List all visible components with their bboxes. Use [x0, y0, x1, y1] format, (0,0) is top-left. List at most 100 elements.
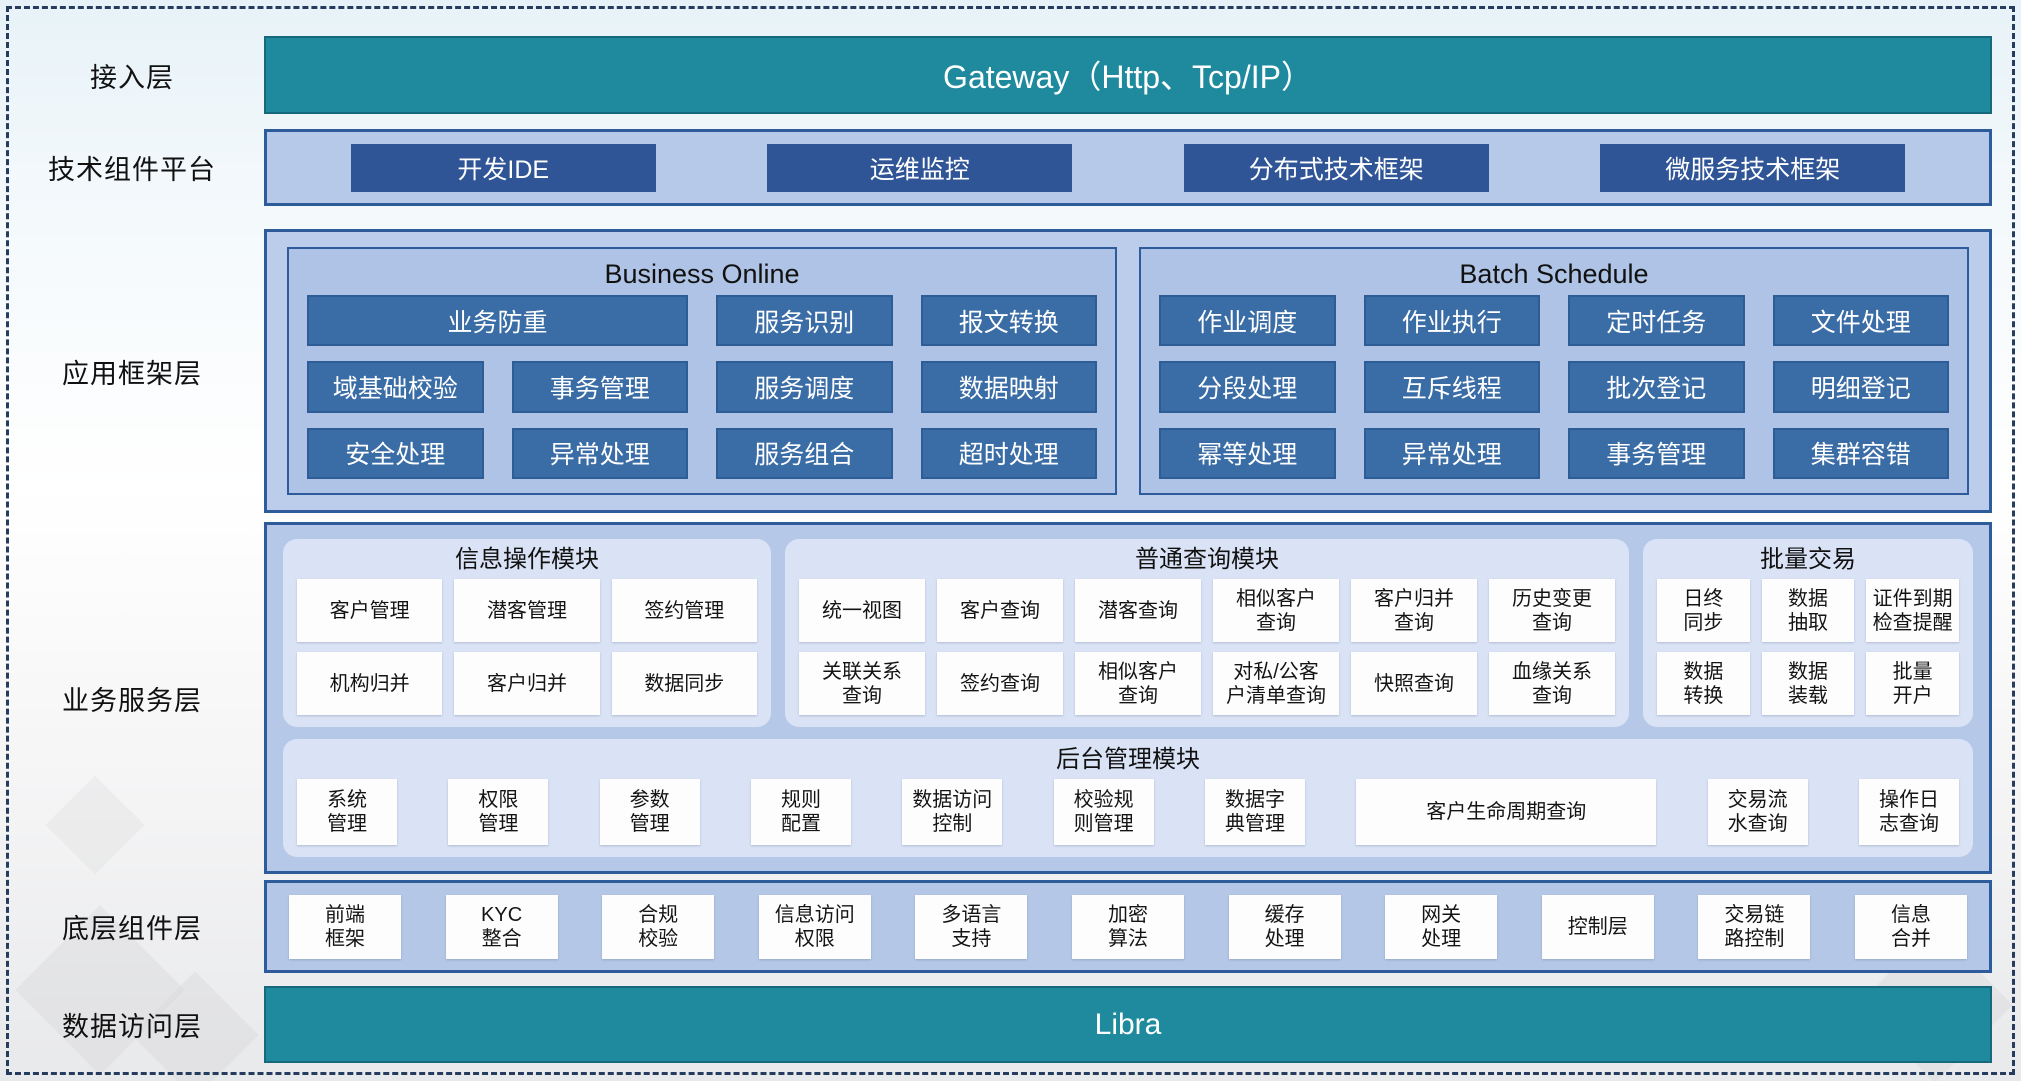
batch-trade-title: 批量交易 — [1760, 546, 1856, 573]
tech-item-dev-ide: 开发IDE — [350, 143, 656, 192]
service-item: 客户查询 — [937, 579, 1063, 642]
service-item: 快照查询 — [1351, 652, 1477, 715]
service-item: 证件到期 检查提醒 — [1866, 579, 1959, 642]
service-item: 血缘关系 查询 — [1489, 652, 1615, 715]
batch-schedule-section: Batch Schedule 作业调度 作业执行 定时任务 文件处理 分段处理 … — [1139, 247, 1969, 495]
framework-item: 作业执行 — [1363, 295, 1540, 347]
service-item: 客户归并 查询 — [1351, 579, 1477, 642]
service-item: 数据 转换 — [1657, 652, 1750, 715]
framework-item: 异常处理 — [511, 427, 688, 479]
business-service-container: 信息操作模块 客户管理 潜客管理 签约管理 机构归并 客户归并 数据同步 普通查… — [264, 522, 1992, 874]
service-item: 校验规 则管理 — [1053, 779, 1154, 845]
batch-schedule-title: Batch Schedule — [1459, 259, 1649, 289]
service-item: 相似客户 查询 — [1213, 579, 1339, 642]
service-item: 数据字 典管理 — [1204, 779, 1305, 845]
layer-label-access: 接入层 — [90, 62, 174, 93]
framework-item: 集群容错 — [1772, 427, 1949, 479]
business-online-title: Business Online — [604, 259, 800, 289]
service-item: 统一视图 — [799, 579, 925, 642]
component-item: KYC 整合 — [445, 894, 558, 959]
framework-item: 事务管理 — [1568, 427, 1745, 479]
layer-business-service: 业务服务层 信息操作模块 客户管理 潜客管理 签约管理 机构归并 客户归并 数据… — [0, 522, 2021, 874]
framework-item: 明细登记 — [1772, 361, 1949, 413]
framework-item: 报文转换 — [920, 295, 1097, 347]
service-item: 系统 管理 — [297, 779, 397, 845]
business-online-section: Business Online 业务防重 服务识别 报文转换 域基础校验 事务管… — [287, 247, 1117, 495]
service-item: 对私/公客 户清单查询 — [1213, 652, 1339, 715]
service-item: 数据同步 — [611, 652, 757, 715]
service-item: 历史变更 查询 — [1489, 579, 1615, 642]
framework-item: 安全处理 — [307, 427, 484, 479]
framework-item: 幂等处理 — [1159, 427, 1336, 479]
layer-label-tech-platform: 技术组件平台 — [48, 155, 216, 185]
service-item: 数据 装载 — [1761, 652, 1855, 715]
layer-access: 接入层 Gateway（Http、Tcp/IP） — [0, 36, 2021, 114]
tech-item-ops-monitor: 运维监控 — [767, 143, 1073, 192]
component-item: 网关 处理 — [1385, 894, 1498, 959]
service-item: 相似客户 查询 — [1075, 652, 1201, 715]
service-item: 潜客管理 — [454, 579, 600, 642]
service-item: 参数 管理 — [599, 779, 700, 845]
service-item: 客户归并 — [454, 652, 600, 715]
component-item: 加密 算法 — [1071, 894, 1184, 959]
layer-app-framework: 应用框架层 Business Online 业务防重 服务识别 报文转换 域基础… — [0, 229, 2021, 513]
service-item: 数据访问 控制 — [902, 779, 1003, 845]
tech-item-microservice-framework: 微服务技术框架 — [1600, 143, 1906, 192]
layer-tech-platform: 技术组件平台 开发IDE 运维监控 分布式技术框架 微服务技术框架 — [0, 129, 2021, 206]
batch-trade-module: 批量交易 日终 同步 数据 抽取 证件到期 检查提醒 数据 转换 数据 装载 批… — [1643, 539, 1973, 727]
info-ops-module: 信息操作模块 客户管理 潜客管理 签约管理 机构归并 客户归并 数据同步 — [283, 539, 771, 727]
admin-module: 后台管理模块 系统 管理 权限 管理 参数 管理 规则 配置 数据访问 控制 校… — [283, 739, 1973, 857]
service-item: 操作日 志查询 — [1858, 779, 1959, 845]
framework-item: 域基础校验 — [307, 361, 484, 413]
component-item: 缓存 处理 — [1228, 894, 1341, 959]
service-item: 客户生命周期查询 — [1356, 779, 1657, 845]
gateway-bar: Gateway（Http、Tcp/IP） — [264, 36, 1992, 114]
component-item: 交易链 路控制 — [1698, 894, 1811, 959]
framework-item: 超时处理 — [920, 427, 1097, 479]
framework-item: 分段处理 — [1159, 361, 1336, 413]
libra-bar: Libra — [264, 986, 1992, 1063]
base-component-container: 前端 框架 KYC 整合 合规 校验 信息访问 权限 多语言 支持 加密 算法 … — [264, 880, 1992, 973]
batch-schedule-grid: 作业调度 作业执行 定时任务 文件处理 分段处理 互斥线程 批次登记 明细登记 … — [1159, 295, 1949, 479]
business-online-grid: 业务防重 服务识别 报文转换 域基础校验 事务管理 服务调度 数据映射 安全处理… — [307, 295, 1097, 479]
framework-item: 异常处理 — [1363, 427, 1540, 479]
framework-item: 服务组合 — [716, 427, 893, 479]
service-item: 批量 开户 — [1866, 652, 1959, 715]
service-item: 规则 配置 — [750, 779, 851, 845]
info-ops-title: 信息操作模块 — [455, 546, 599, 573]
tech-platform-container: 开发IDE 运维监控 分布式技术框架 微服务技术框架 — [264, 129, 1992, 206]
service-item: 数据 抽取 — [1761, 579, 1855, 642]
general-query-module: 普通查询模块 统一视图 客户查询 潜客查询 相似客户 查询 客户归并 查询 历史… — [785, 539, 1629, 727]
service-item: 客户管理 — [297, 579, 443, 642]
service-item: 交易流 水查询 — [1707, 779, 1808, 845]
service-item: 潜客查询 — [1075, 579, 1201, 642]
component-item: 信息访问 权限 — [758, 894, 871, 959]
layer-label-base-component: 底层组件层 — [62, 914, 202, 944]
component-item: 控制层 — [1541, 894, 1654, 959]
admin-module-title: 后台管理模块 — [1056, 746, 1200, 773]
layer-label-app-framework: 应用框架层 — [62, 358, 202, 389]
component-item: 多语言 支持 — [915, 894, 1028, 959]
tech-item-distributed-framework: 分布式技术框架 — [1183, 143, 1489, 192]
framework-item: 服务调度 — [716, 361, 893, 413]
layer-label-data-access: 数据访问层 — [62, 1012, 202, 1042]
framework-item: 作业调度 — [1159, 295, 1336, 347]
service-item: 日终 同步 — [1657, 579, 1750, 642]
framework-item: 文件处理 — [1772, 295, 1949, 347]
service-item: 关联关系 查询 — [799, 652, 925, 715]
service-item: 机构归并 — [297, 652, 443, 715]
service-item: 签约管理 — [611, 579, 757, 642]
component-item: 信息 合并 — [1854, 894, 1967, 959]
service-item: 签约查询 — [937, 652, 1063, 715]
framework-item: 事务管理 — [511, 361, 688, 413]
layer-base-component: 底层组件层 前端 框架 KYC 整合 合规 校验 信息访问 权限 多语言 支持 … — [0, 880, 2021, 973]
framework-item: 定时任务 — [1568, 295, 1745, 347]
component-item: 合规 校验 — [602, 894, 715, 959]
framework-item: 互斥线程 — [1363, 361, 1540, 413]
layer-label-business-service: 业务服务层 — [62, 685, 202, 716]
framework-item: 服务识别 — [716, 295, 893, 347]
component-item: 前端 框架 — [289, 894, 401, 959]
general-query-title: 普通查询模块 — [1135, 546, 1279, 573]
service-item: 权限 管理 — [448, 779, 549, 845]
